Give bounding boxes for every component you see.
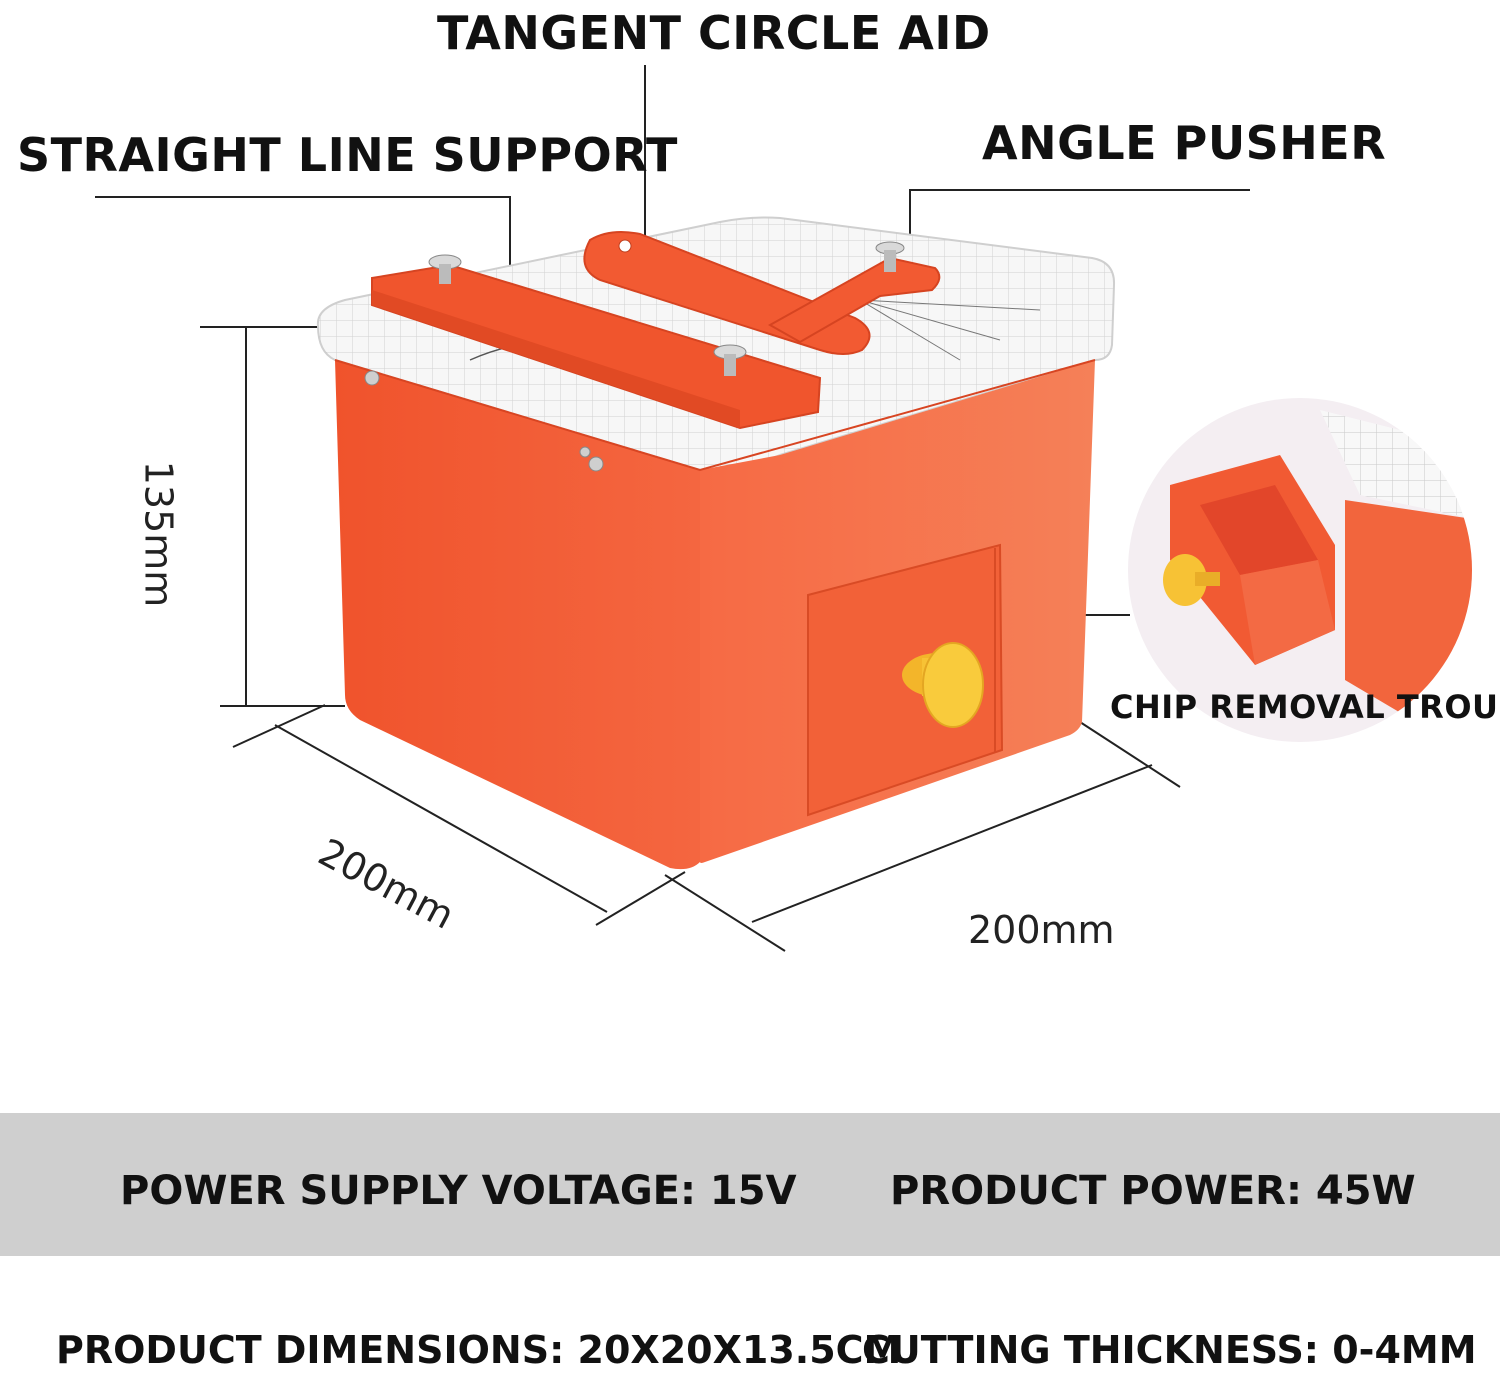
power-supply-voltage-spec: POWER SUPPLY VOLTAGE: 15V [120,1168,797,1214]
cutting-thickness-spec: CUTTING THICKNESS: 0-4MM [862,1328,1477,1372]
tangent-circle-aid-label: TANGENT CIRCLE AID [437,6,991,60]
chip-drawer [807,543,1004,817]
chip-trough-inset [1128,398,1472,742]
dimension-lines [200,326,1181,952]
product-power-spec: PRODUCT POWER: 45W [890,1168,1416,1214]
width-dimension-label: 200mm [968,908,1115,952]
straight-line-support-label: STRAIGHT LINE SUPPORT [17,128,678,182]
product-dimensions-spec: PRODUCT DIMENSIONS: 20X20X13.5CM [56,1328,902,1372]
spec-band [0,1113,1500,1256]
chip-removal-trough-label: CHIP REMOVAL TROUGH [1110,688,1500,726]
angle-pusher-label: ANGLE PUSHER [982,116,1387,170]
straight-line-support [371,254,822,430]
height-dimension-label: 135mm [136,460,181,608]
product-illustration [95,65,1472,952]
angle-pusher [767,241,941,344]
